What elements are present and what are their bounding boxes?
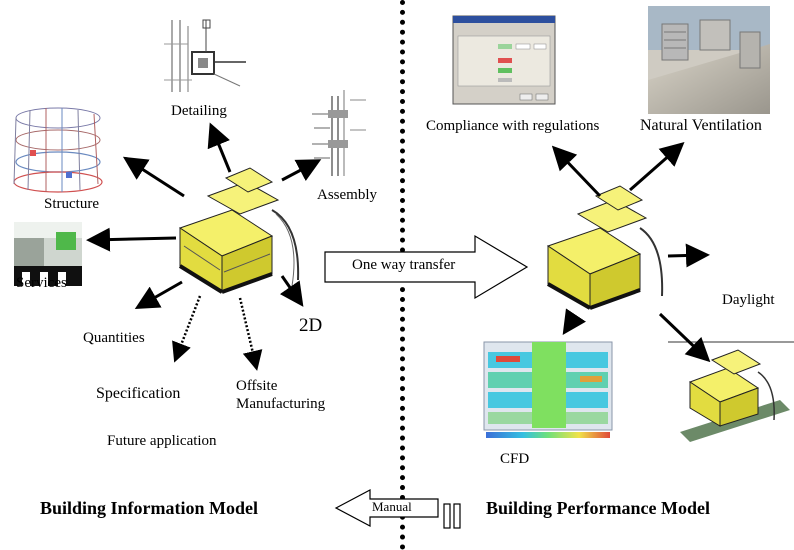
label-structure: Structure <box>44 196 99 212</box>
label-offsite: Offsite <box>236 378 278 394</box>
cfd-image <box>483 341 613 438</box>
arrow-to-compliance <box>551 145 602 198</box>
label-manufacturing: Manufacturing <box>236 396 326 412</box>
bim-future-arrows <box>172 295 263 371</box>
label-ventilation: Natural Ventilation <box>640 117 762 134</box>
arrow-to-cfd <box>562 308 586 335</box>
arrow-to-assembly <box>281 159 322 182</box>
label-detailing: Detailing <box>171 103 227 119</box>
detailing-drawing <box>160 18 248 96</box>
label-specification: Specification <box>96 385 181 402</box>
arrow-to-offsite <box>238 297 263 371</box>
arrow-to-daylight-model <box>658 312 711 363</box>
arrow-to-services <box>86 227 177 252</box>
compliance-dialog-image <box>452 15 556 105</box>
bim-title: Building Information Model <box>40 498 259 518</box>
arrow-to-2d <box>279 275 304 307</box>
manual-transfer-arrow <box>334 489 439 527</box>
bpm-title: Building Performance Model <box>486 498 710 518</box>
label-compliance: Compliance with regulations <box>426 118 600 134</box>
arrow-to-quantities <box>134 280 183 309</box>
label-cfd: CFD <box>500 451 530 467</box>
bim-building-model <box>178 167 300 294</box>
label-assembly: Assembly <box>317 187 377 203</box>
daylight-building-model <box>688 349 775 427</box>
bpm-building-model <box>546 185 664 310</box>
arrow-to-structure <box>122 156 185 198</box>
arrow-to-specification <box>172 295 202 363</box>
arrow-to-ventilation <box>629 142 685 192</box>
label-daylight: Daylight <box>722 292 775 308</box>
label-2d: 2D <box>299 315 323 336</box>
one-way-transfer-arrow <box>324 234 529 300</box>
bim-arrows <box>86 122 322 309</box>
arrow-to-detailing <box>207 122 232 173</box>
label-quantities: Quantities <box>83 330 145 346</box>
ventilation-image <box>648 6 770 114</box>
label-services: Services <box>16 275 67 291</box>
services-image <box>14 222 82 286</box>
structure-image <box>13 107 103 193</box>
assembly-drawing <box>312 90 366 176</box>
arrow-to-daylight <box>667 243 710 268</box>
label-manual: Manual <box>372 499 412 514</box>
label-future-application: Future application <box>107 433 217 449</box>
label-one-way-transfer: One way transfer <box>352 257 456 273</box>
manual-bar-2 <box>453 503 461 529</box>
bpm-arrows <box>551 142 711 363</box>
manual-bar-1 <box>443 503 451 529</box>
